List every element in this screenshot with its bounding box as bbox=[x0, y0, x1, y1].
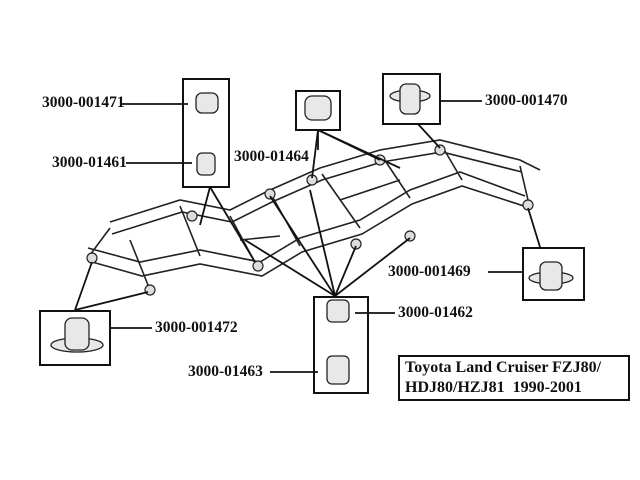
part-label-001469: 3000-001469 bbox=[388, 263, 471, 280]
part-label-01462: 3000-01462 bbox=[398, 304, 473, 321]
parts-box-001469 bbox=[522, 247, 585, 301]
parts-box-01464 bbox=[295, 90, 341, 131]
parts-box-001472 bbox=[39, 310, 111, 366]
leader-lines bbox=[74, 100, 541, 373]
part-label-001470: 3000-001470 bbox=[485, 92, 568, 109]
part-label-001471: 3000-001471 bbox=[42, 94, 125, 111]
part-label-01463: 3000-01463 bbox=[188, 363, 263, 380]
bushing-illustrations bbox=[50, 83, 574, 385]
vehicle-caption: Toyota Land Cruiser FZJ80/ HDJ80/HZJ81 1… bbox=[398, 355, 630, 401]
parts-box-001470 bbox=[382, 73, 441, 125]
caption-line-2: HDJ80/HZJ81 1990-2001 bbox=[405, 379, 582, 396]
parts-box-001471-01461 bbox=[182, 78, 230, 188]
parts-box-01462-01463 bbox=[313, 296, 369, 394]
part-label-01461: 3000-01461 bbox=[52, 154, 127, 171]
mount-points bbox=[86, 144, 534, 296]
part-label-001472: 3000-001472 bbox=[155, 319, 238, 336]
caption-line-1: Toyota Land Cruiser FZJ80/ bbox=[405, 359, 602, 376]
part-label-01464: 3000-01464 bbox=[234, 148, 309, 165]
